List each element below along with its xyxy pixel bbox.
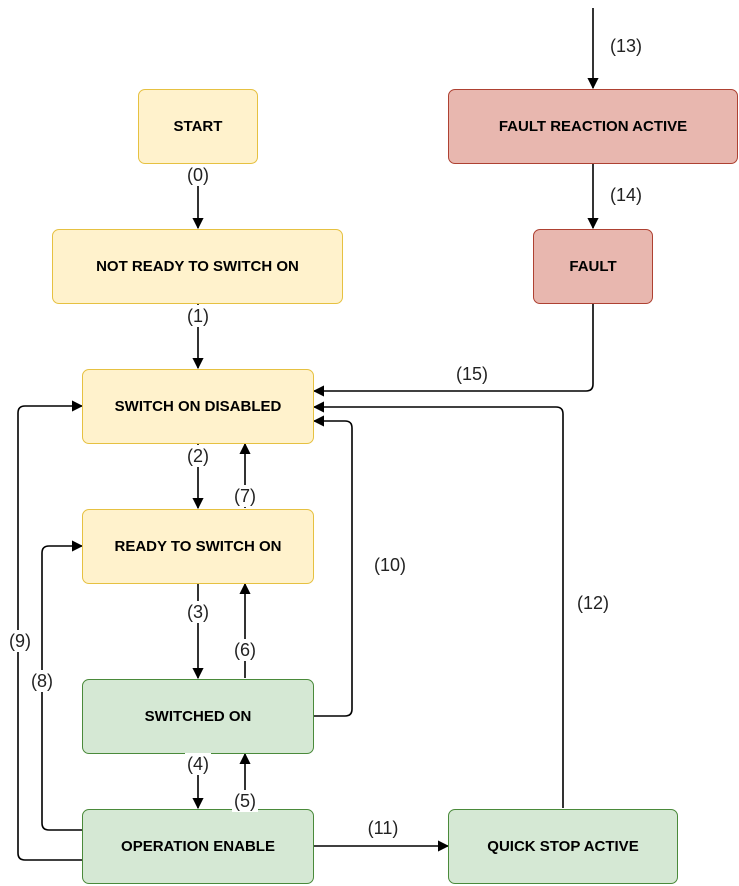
state-switch-on-disabled: SWITCH ON DISABLED	[82, 369, 314, 444]
label-t5: (5)	[232, 790, 258, 812]
label-t3: (3)	[185, 601, 211, 623]
label-t2: (2)	[185, 445, 211, 467]
state-operation-enable: OPERATION ENABLE	[82, 809, 314, 884]
state-switched-on: SWITCHED ON	[82, 679, 314, 754]
state-start: START	[138, 89, 258, 164]
label-t4: (4)	[185, 753, 211, 775]
label-t9: (9)	[7, 630, 33, 652]
label-t13: (13)	[609, 36, 643, 56]
label-t8: (8)	[29, 670, 55, 692]
label-t6: (6)	[232, 639, 258, 661]
state-fault-reaction-active: FAULT REACTION ACTIVE	[448, 89, 738, 164]
state-not-ready-to-switch-on: NOT READY TO SWITCH ON	[52, 229, 343, 304]
label-t15: (15)	[455, 364, 489, 384]
label-t12: (12)	[574, 592, 612, 614]
arrow-t12	[312, 401, 564, 808]
arrow-t15	[312, 304, 594, 397]
label-t10: (10)	[371, 554, 409, 576]
state-ready-to-switch-on: READY TO SWITCH ON	[82, 509, 314, 584]
state-fault: FAULT	[533, 229, 653, 304]
label-t11: (11)	[365, 817, 401, 839]
label-t7: (7)	[232, 485, 258, 507]
arrow-t10	[312, 415, 353, 717]
label-t14: (14)	[609, 185, 643, 205]
label-t0: (0)	[185, 164, 211, 186]
label-t1: (1)	[185, 305, 211, 327]
state-quick-stop-active: QUICK STOP ACTIVE	[448, 809, 678, 884]
